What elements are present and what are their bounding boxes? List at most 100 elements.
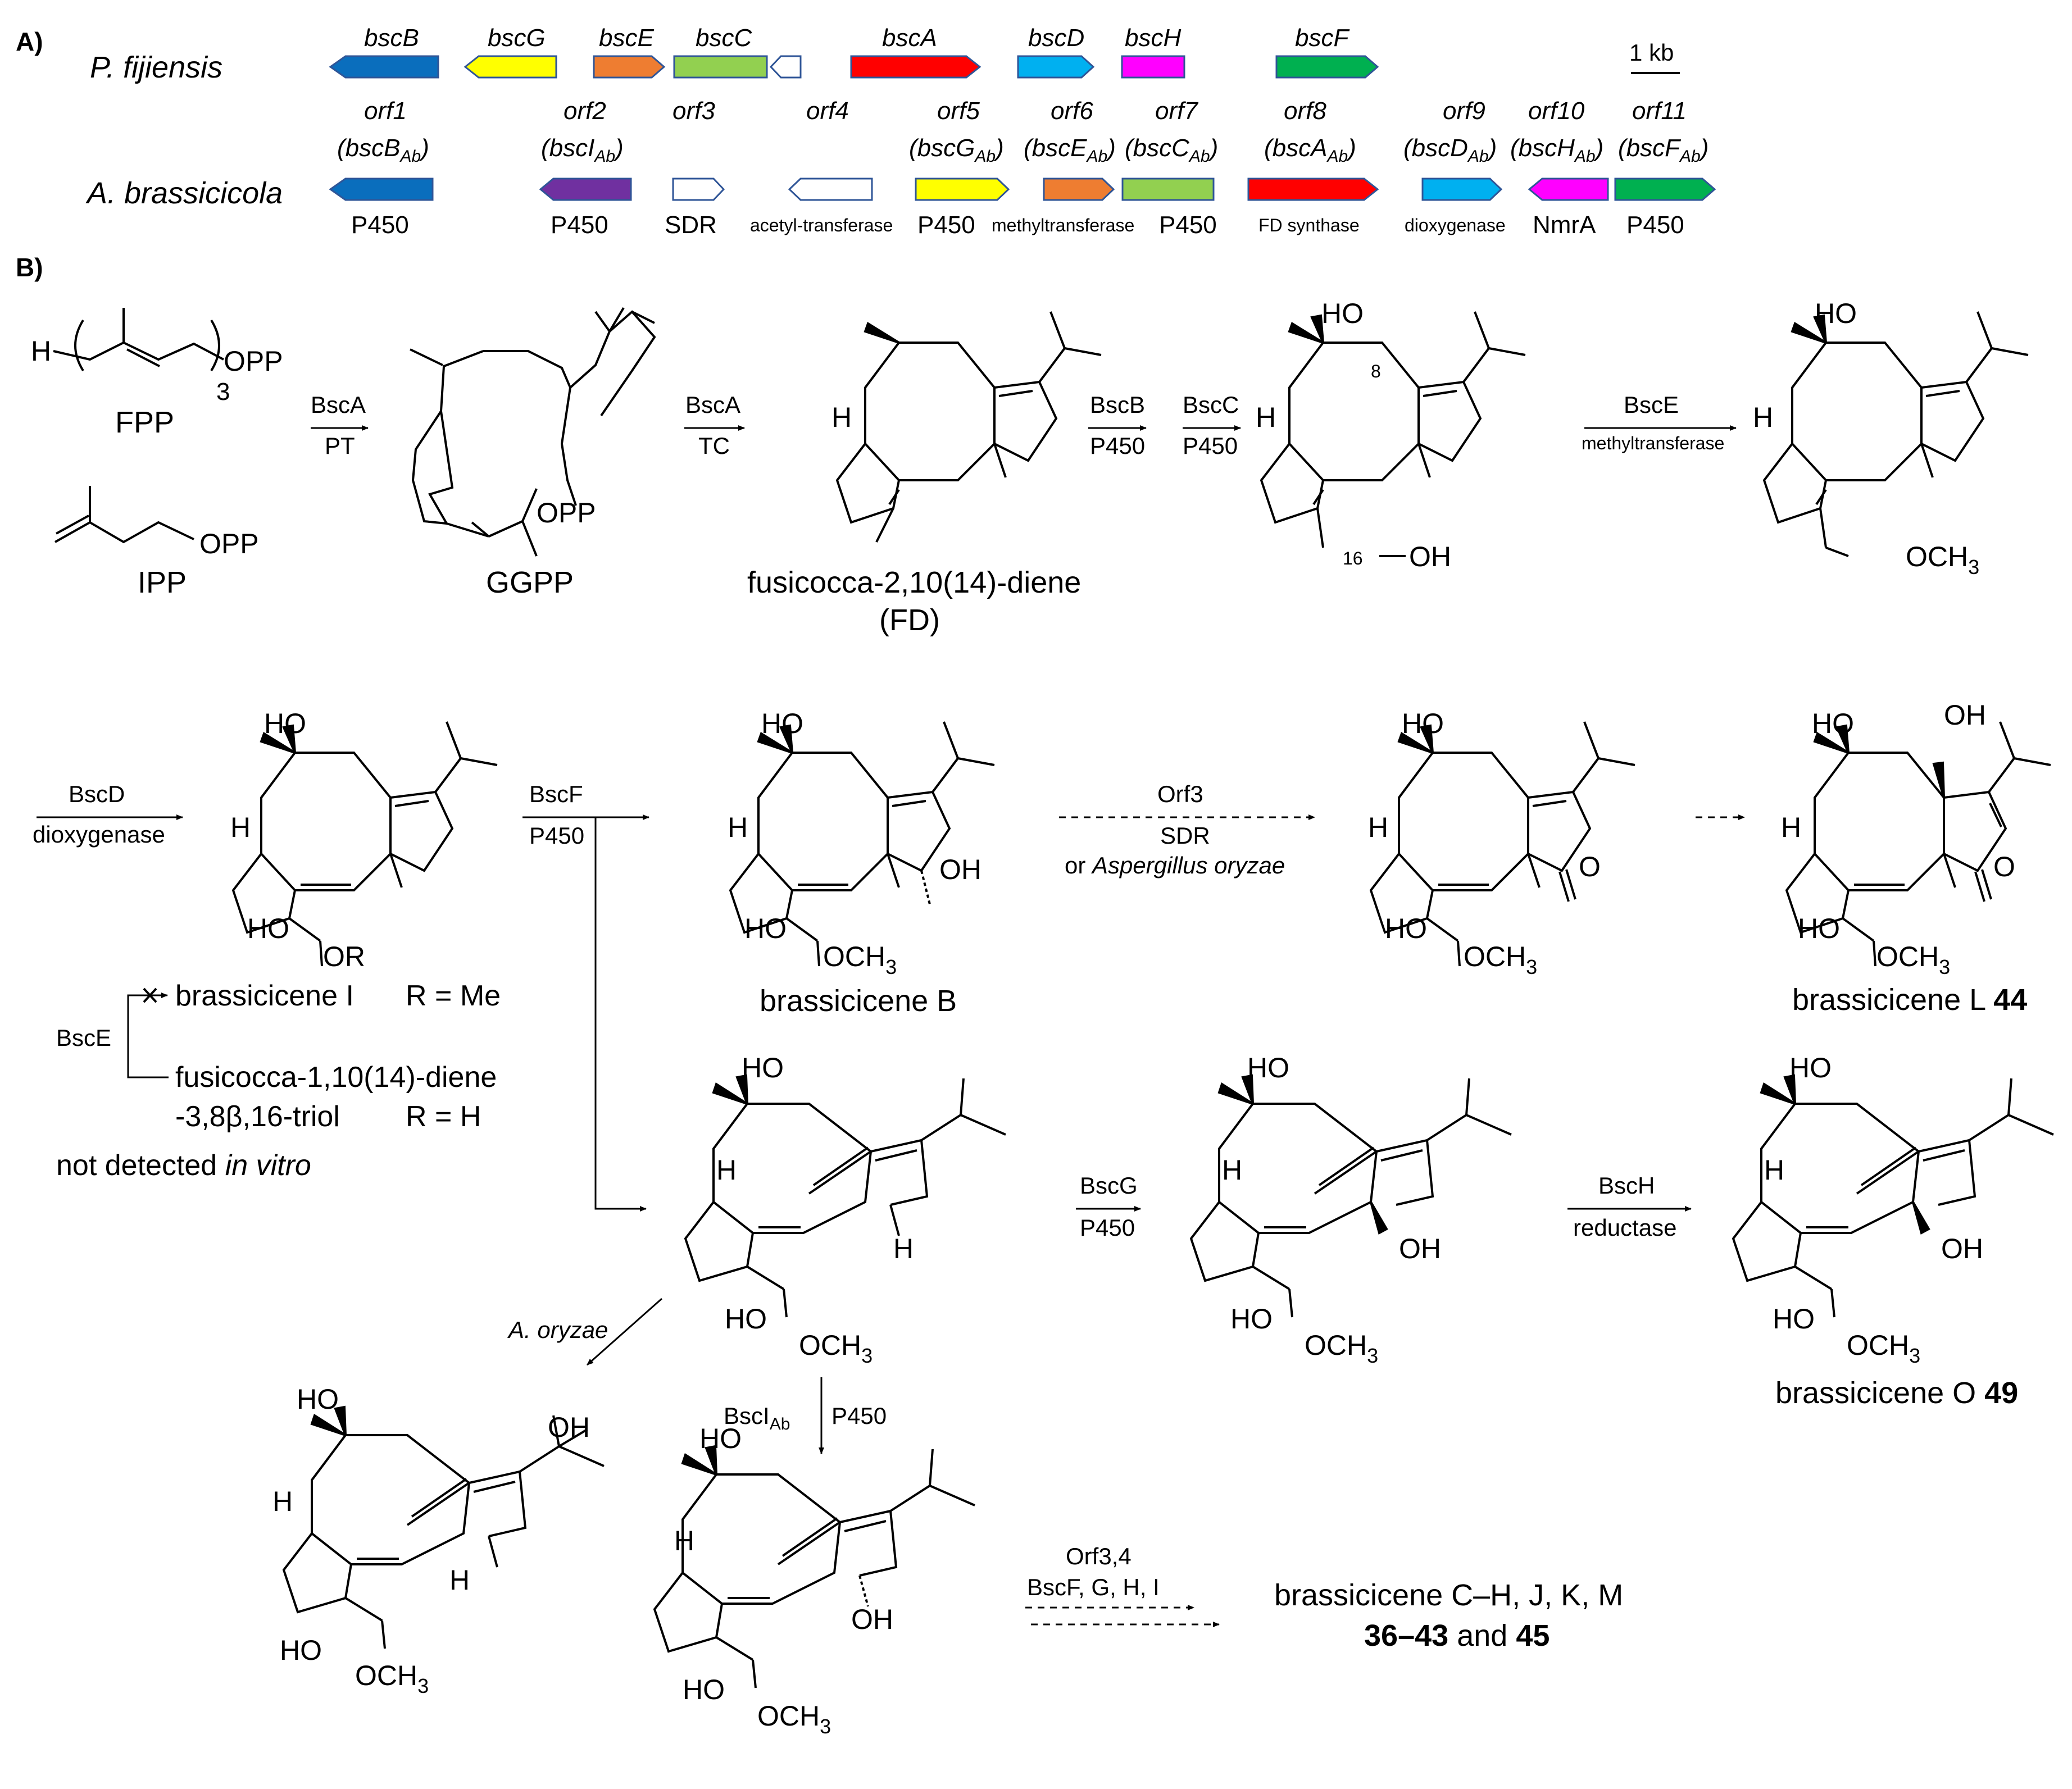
triol-oh: OH: [1409, 541, 1451, 572]
brass-o-ho-top: HO: [1789, 1052, 1832, 1084]
bscc-type: P450: [1183, 433, 1238, 459]
label-final-compounds: brassicicene C–H, J, K, M: [1274, 1578, 1623, 1612]
brassicicola-function-labels: P450 P450 SDR acetyl-transferase P450 me…: [351, 211, 1684, 239]
orf11-alias: (bscFAb): [1618, 134, 1709, 166]
bscg-type: P450: [1080, 1214, 1135, 1241]
gene-bscF: [1275, 55, 1379, 79]
orf7-function: P450: [1159, 211, 1217, 239]
orf4-label: orf4: [806, 97, 849, 125]
structure-bsci-product: [653, 1445, 975, 1688]
bscd-ho-top: HO: [264, 708, 306, 739]
gene-orf11: [1614, 177, 1716, 201]
gene-orf10: [1528, 177, 1609, 201]
label-bscA: bscA: [882, 24, 937, 52]
gene-orf2: [539, 177, 632, 201]
fpp-h: H: [31, 335, 51, 367]
label-fd-abbr: (FD): [879, 603, 940, 637]
gene-bscE: [593, 55, 666, 79]
bsce-type: methyltransferase: [1582, 433, 1724, 453]
orf1-label: orf1: [364, 97, 407, 125]
arrow-bscf-branch: [594, 817, 647, 1212]
me-och3: OCH3: [1906, 541, 1979, 579]
bsci-h: H: [674, 1525, 694, 1556]
orf10-function: NmrA: [1533, 211, 1596, 239]
brassicicene-i-r: R = Me: [406, 980, 501, 1012]
bscg-ho-bottom: HO: [1230, 1303, 1273, 1335]
brassicicola-alias-labels: (bscBAb) (bscIAb) (bscGAb) (bscEAb) (bsc…: [337, 134, 1709, 166]
brass-b-oh: OH: [939, 854, 982, 885]
scale-bar-label: 1 kb: [1629, 39, 1674, 66]
orf1-alias: (bscBAb): [337, 134, 429, 166]
orf10-alias: (bscHAb): [1510, 134, 1603, 166]
structure-aoryzae-product: [282, 1405, 605, 1649]
gene-orf7: [1121, 177, 1215, 201]
orf3-function: SDR: [665, 211, 717, 239]
orf5-function: P450: [917, 211, 975, 239]
brass-l-o: O: [1993, 851, 2015, 882]
brass-o-ho-bottom: HO: [1773, 1303, 1815, 1335]
orf3-enzyme: Orf3: [1157, 781, 1203, 807]
ketone-ho-top: HO: [1402, 708, 1444, 739]
structure-triol: [1260, 311, 1526, 548]
brass-l-ho-bottom: HO: [1798, 913, 1840, 944]
bscc-enzyme: BscC: [1183, 392, 1239, 418]
organism-fijiensis: P. fijiensis: [90, 51, 222, 84]
ketone-o: O: [1579, 851, 1601, 882]
bscg-ho-top: HO: [1247, 1052, 1289, 1084]
brass-l-och3: OCH3: [1876, 941, 1950, 978]
orf11-function: P450: [1626, 211, 1684, 239]
aoryzae-h-left: H: [272, 1486, 293, 1517]
arrow-aoryzae: [587, 1298, 662, 1366]
arrow-bsce-blocked: [127, 993, 169, 1078]
aoryzae-ho-bottom: HO: [280, 1635, 322, 1666]
bsci-och3: OCH3: [757, 1700, 831, 1738]
label-bscE: bscE: [599, 24, 654, 52]
bscd-h: H: [230, 812, 251, 843]
bsci-ho-top: HO: [699, 1423, 742, 1454]
orf6-function: methyltransferase: [992, 215, 1134, 235]
bsci-ho-bottom: HO: [683, 1674, 725, 1705]
structure-ketone: [1369, 721, 1635, 967]
aoryzae-ho-top: HO: [297, 1383, 339, 1415]
tc-type: TC: [698, 433, 730, 459]
label-ipp: IPP: [138, 566, 187, 599]
bridged-ho-top: HO: [742, 1052, 784, 1084]
fijiensis-gene-labels: bscB bscG bscE bscC bscA bscD bscH bscF: [364, 24, 1349, 52]
label-bscG: bscG: [488, 24, 546, 52]
bscg-h: H: [1222, 1154, 1242, 1186]
brass-o-h: H: [1764, 1154, 1784, 1186]
label-bscH: bscH: [1125, 24, 1181, 52]
gene-bscD: [1017, 55, 1095, 79]
structure-bridged: [684, 1074, 1006, 1318]
me-ho: HO: [1815, 298, 1857, 329]
brass-l-ho-top: HO: [1812, 708, 1854, 739]
bridged-ho-bottom: HO: [725, 1303, 767, 1335]
label-brassicicene-l: brassicicene L 44: [1792, 983, 2027, 1017]
gene-bscC: [673, 55, 768, 79]
structure-brassicicene-b: [729, 721, 995, 967]
structure-ggpp: [410, 307, 656, 557]
structure-fpp: [53, 308, 224, 372]
label-bscF: bscF: [1295, 24, 1349, 52]
bscd-enzyme: BscD: [69, 781, 125, 807]
orf1-function: P450: [351, 211, 409, 239]
not-detected: not detected in vitro: [56, 1149, 311, 1182]
orf7-label: orf7: [1155, 97, 1198, 125]
label-brassicicene-b: brassicicene B: [760, 984, 957, 1018]
fd-h: H: [831, 402, 852, 433]
brass-b-och3: OCH3: [823, 941, 897, 978]
gene-bscA: [850, 55, 982, 79]
structure-brassicicene-l: [1785, 721, 2051, 967]
brass-o-oh: OH: [1941, 1233, 1983, 1264]
panel-a-label: A): [16, 27, 43, 56]
label-bscB: bscB: [364, 24, 419, 52]
aoryzae-oh: OH: [548, 1412, 590, 1443]
label-bscD: bscD: [1028, 24, 1084, 52]
orf6-alias: (bscEAb): [1024, 134, 1116, 166]
bsch-type: reductase: [1573, 1214, 1676, 1241]
bscd-ho-bottom: HO: [247, 913, 289, 944]
label-triol-1: fusicocca-1,10(14)-diene: [175, 1061, 497, 1094]
bscg-oh: OH: [1399, 1233, 1441, 1264]
blocked-x-2: [143, 987, 157, 1003]
